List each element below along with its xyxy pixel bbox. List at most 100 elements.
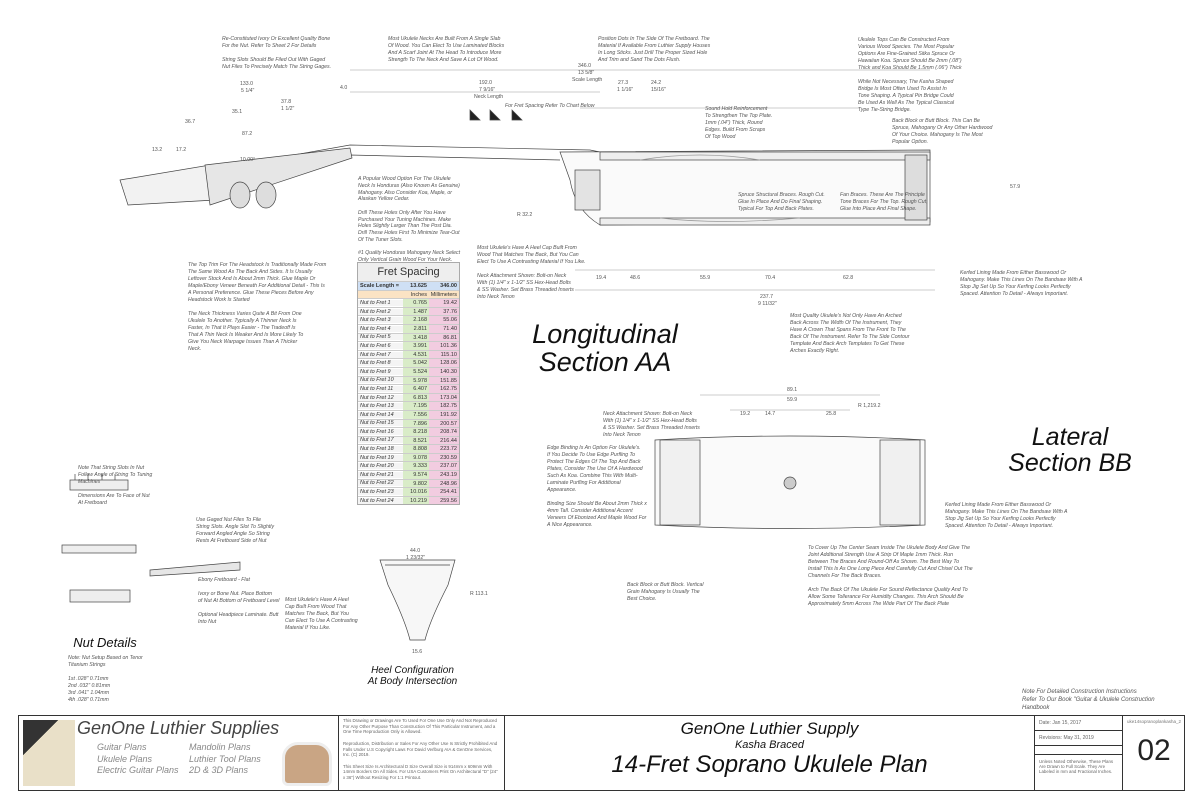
- title-block: GenOne Luthier Supplies Guitar Plans Uku…: [18, 715, 1185, 791]
- fret-label: Nut to Fret 9: [358, 368, 403, 375]
- fret-label: Nut to Fret 1: [358, 299, 403, 306]
- link-electric-guitar-plans[interactable]: Electric Guitar Plans: [97, 765, 179, 776]
- plan-subtitle: Kasha Braced: [734, 739, 805, 751]
- note-fan-braces: Fan Braces. These Are The Principle Tone…: [840, 192, 928, 213]
- fret-inches: 7.896: [403, 419, 429, 428]
- fret-label: Nut to Fret 22: [358, 480, 403, 487]
- file-name: uke14sopranoplankasha_2: [1126, 719, 1182, 724]
- fret-inches: 4.531: [403, 350, 429, 359]
- fret-label: Nut to Fret 14: [358, 411, 403, 418]
- note-heel-cap-detail: Most Ukulele's Have A Heel Cap Built Fro…: [285, 597, 358, 632]
- link-ukulele-plans[interactable]: Ukulele Plans: [97, 753, 153, 764]
- fret-label: Nut to Fret 15: [358, 420, 403, 427]
- dim-back-radius: R 1,219.2: [858, 403, 881, 409]
- fret-label: Nut to Fret 23: [358, 489, 403, 496]
- dim-neck-length-in: 7 9/16": [479, 87, 496, 93]
- dim-angle: 10.00°: [240, 157, 256, 163]
- link-mandolin-plans[interactable]: Mandolin Plans: [189, 742, 251, 752]
- fret-inches: 9.078: [403, 453, 429, 462]
- scale-inches: 13.625: [403, 282, 429, 290]
- fret-mm: 254.41: [429, 488, 459, 496]
- fret-inches: 6.813: [403, 393, 429, 402]
- note-top-wood: Ukulele Tops Can Be Constructed From Var…: [858, 37, 962, 114]
- col-inches: Inches: [403, 290, 429, 299]
- fret-inches: 5.978: [403, 376, 429, 385]
- fret-label: Nut to Fret 10: [358, 377, 403, 384]
- fret-inches: 5.524: [403, 367, 429, 376]
- note-kerfed-lining-lateral: Kerfed Lining Made From Either Basswood …: [945, 502, 1068, 530]
- dim-24-2-in: 15/16": [651, 87, 666, 93]
- fret-inches: 2.811: [403, 324, 429, 333]
- dim-13-2: 13.2: [152, 147, 163, 153]
- dim-body-length: 237.7: [760, 294, 773, 300]
- dim-scale-length-mm: 346.0: [578, 63, 591, 69]
- plan-links-1: Guitar Plans Ukulele Plans Electric Guit…: [97, 742, 179, 777]
- fret-inches: 3.991: [403, 342, 429, 350]
- plan-title: 14-Fret Soprano Ukulele Plan: [611, 751, 928, 778]
- fret-inches: 9.802: [403, 479, 429, 488]
- fret-mm: 140.30: [429, 367, 459, 376]
- fret-inches: 2.168: [403, 316, 429, 324]
- dim-17-2: 17.2: [176, 147, 187, 153]
- fret-inches: 3.418: [403, 333, 429, 342]
- fret-mm: 71.40: [429, 324, 459, 333]
- fret-mm: 191.92: [429, 410, 459, 419]
- dim-body-length-in: 9 11/32": [758, 301, 777, 307]
- ukulele-mold-photo: [282, 742, 332, 786]
- fret-inches: 0.765: [403, 299, 429, 307]
- dim-35-1: 35.1: [232, 109, 243, 115]
- dim-87-2: 87.2: [242, 131, 253, 137]
- note-nut-material: Re-Constituted Ivory Or Excellent Qualit…: [222, 36, 332, 71]
- link-2d-3d-plans[interactable]: 2D & 3D Plans: [189, 765, 249, 776]
- fret-label: Nut to Fret 12: [358, 394, 403, 401]
- fret-inches: 8.218: [403, 428, 429, 436]
- fret-label: Nut to Fret 13: [358, 403, 403, 410]
- lateral-section-drawing: [654, 394, 926, 529]
- fret-inches: 1.487: [403, 307, 429, 316]
- fret-mm: 173.04: [429, 393, 459, 402]
- dim-36-7: 36.7: [185, 119, 196, 125]
- note-sound-hole: Sound Hold Reinforcement To Strengthen T…: [705, 106, 773, 141]
- note-nut-setup: Note: Nut Setup Based on Tenor Titanium …: [68, 655, 143, 704]
- fret-inches: 8.521: [403, 436, 429, 445]
- note-neck-attachment: Neck Attachment Shown: Bolt-on Neck With…: [603, 411, 700, 439]
- fret-mm: 162.75: [429, 385, 459, 393]
- dim-scale-length-label: Scale Length: [572, 77, 603, 83]
- note-neck-wood: A Popular Wood Option For The Ukulele Ne…: [358, 176, 461, 263]
- note-edge-binding: Edge Binding Is An Option For Ukulele's.…: [547, 445, 647, 529]
- dim-27-3-in: 1 1/16": [617, 87, 634, 93]
- dim-59-9: 59.9: [787, 397, 798, 403]
- link-luthier-tool-plans[interactable]: Luthier Tool Plans: [189, 753, 261, 764]
- dim-37-8: 37.8: [281, 99, 292, 105]
- note-construction-book: Note For Detailed Construction Instructi…: [1022, 689, 1155, 712]
- dim-89-1: 89.1: [787, 387, 798, 393]
- dim-4-0: 4.0: [340, 85, 348, 91]
- dim-27-3: 27.3: [618, 80, 629, 86]
- heel-drawing: [379, 559, 456, 641]
- fret-mm: 223.72: [429, 445, 459, 453]
- fret-mm: 37.76: [429, 307, 459, 316]
- dim-55-9: 55.9: [700, 275, 711, 281]
- fret-mm: 101.36: [429, 342, 459, 350]
- link-guitar-plans[interactable]: Guitar Plans: [97, 742, 147, 752]
- scale-note: Unless Noted Otherwise, These Plans Are …: [1035, 754, 1122, 778]
- dim-heel-width-in: 1 23/32": [406, 555, 426, 561]
- fret-inches: 5.042: [403, 359, 429, 367]
- fret-mm: 55.06: [429, 316, 459, 324]
- note-kerfed-lining: Kerfed Lining Made From Either Basswood …: [960, 270, 1083, 298]
- dim-133: 133.0: [240, 81, 253, 87]
- title-lateral-section: Lateral Section BB: [1008, 423, 1132, 478]
